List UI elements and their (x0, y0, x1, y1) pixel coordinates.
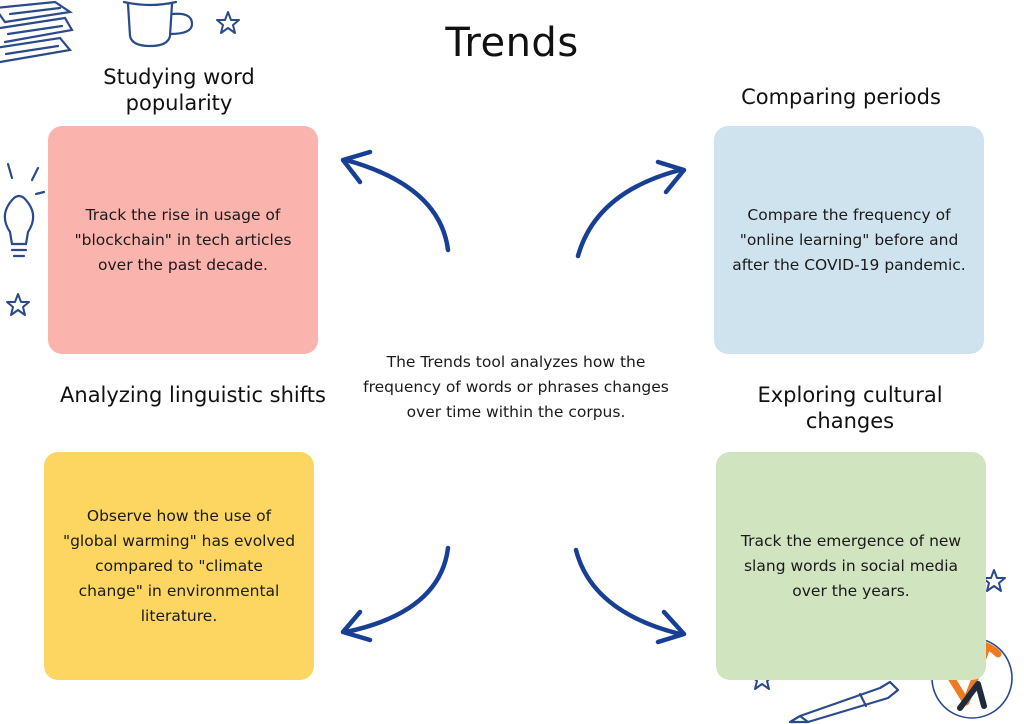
card-comparing-periods: Compare the frequency of "online learnin… (714, 126, 984, 354)
books-icon (0, 0, 74, 64)
page-title: Trends (445, 20, 579, 66)
arrow-top-right (575, 159, 687, 259)
card-body: Track the rise in usage of "blockchain" … (74, 205, 292, 274)
lightbulb-icon (3, 162, 46, 258)
star-icon (216, 11, 240, 34)
arrow-bottom-left (340, 545, 451, 643)
heading-exploring-cultural-changes: Exploring cultural changes (757, 383, 943, 433)
pen-icon (788, 680, 900, 724)
card-body: Observe how the use of "global warming" … (62, 506, 296, 625)
card-body: Track the emergence of new slang words i… (740, 531, 962, 600)
heading-studying-word-popularity: Studying word popularity (103, 65, 255, 115)
heading-analyzing-linguistic-shifts: Analyzing linguistic shifts (60, 383, 326, 407)
arrow-top-left (340, 149, 451, 253)
card-body: Compare the frequency of "online learnin… (732, 205, 966, 274)
mug-icon (122, 0, 194, 48)
card-studying-word-popularity: Track the rise in usage of "blockchain" … (48, 126, 318, 354)
arrow-bottom-right (573, 547, 687, 645)
card-exploring-cultural-changes: Track the emergence of new slang words i… (716, 452, 986, 680)
center-description: The Trends tool analyzes how the frequen… (363, 353, 669, 421)
card-analyzing-linguistic-shifts: Observe how the use of "global warming" … (44, 452, 314, 680)
star-icon (6, 293, 30, 316)
heading-comparing-periods: Comparing periods (741, 85, 941, 109)
